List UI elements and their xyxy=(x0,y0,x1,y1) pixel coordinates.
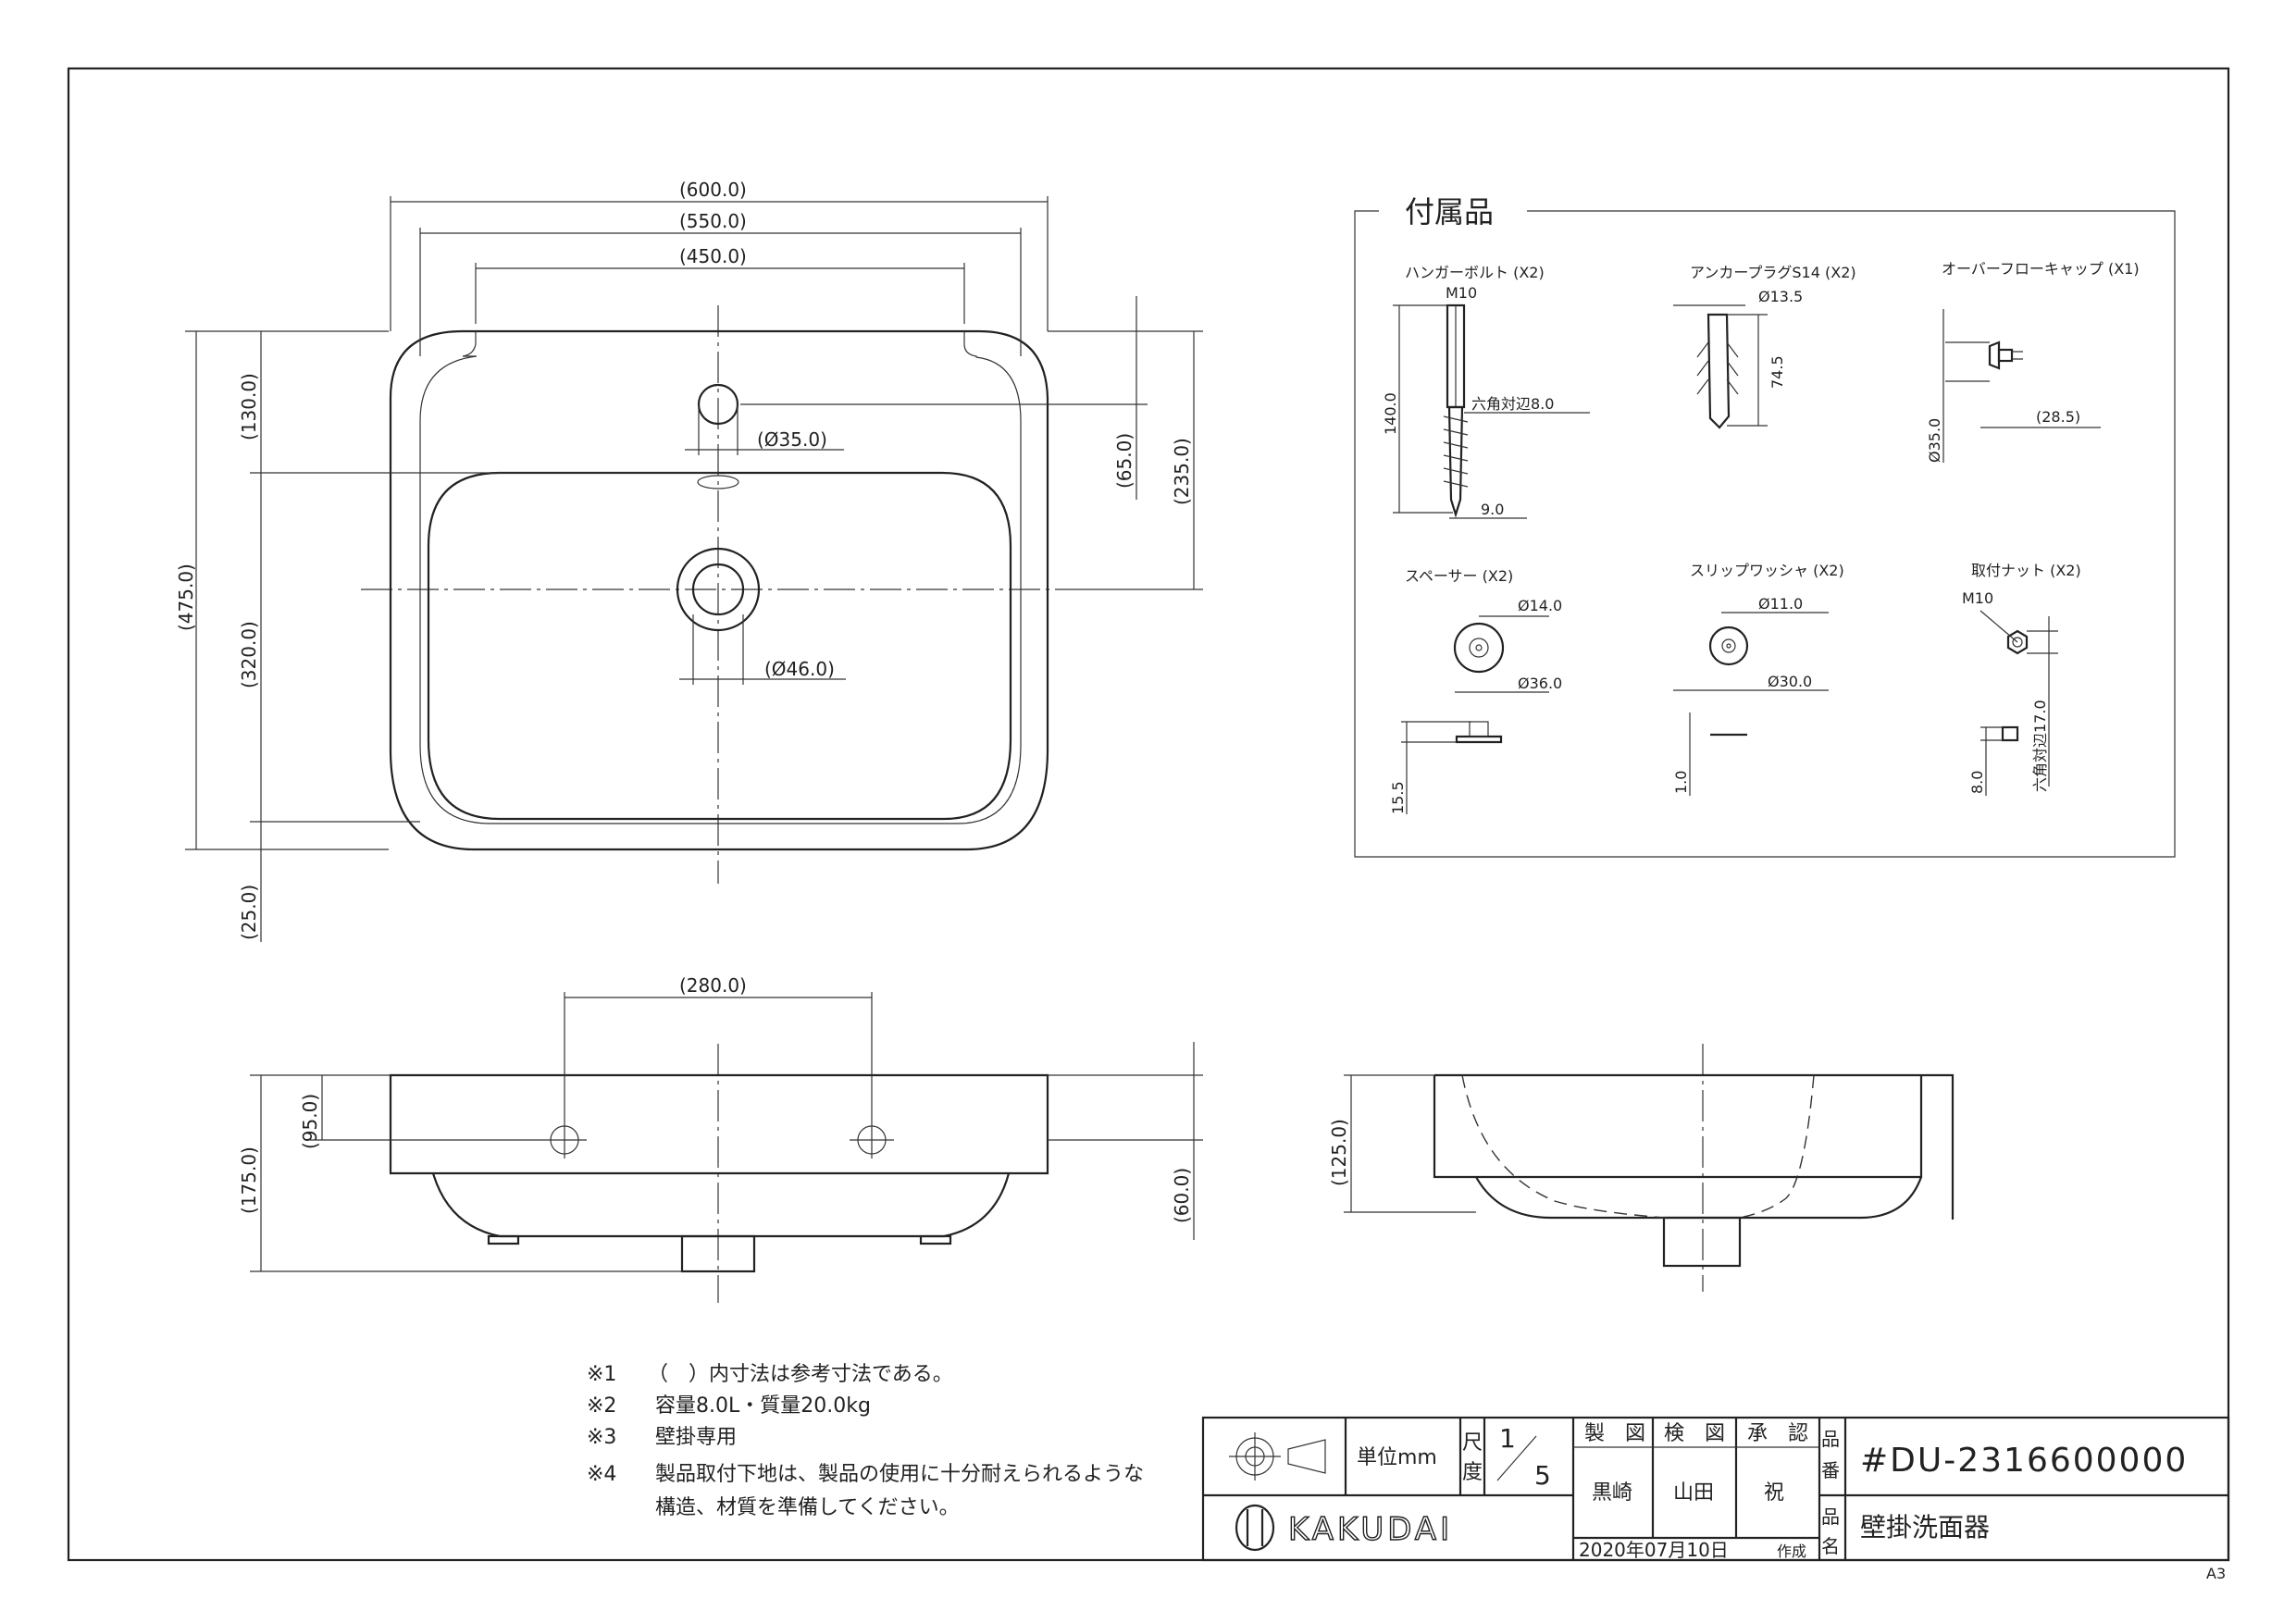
dim-550: (550.0) xyxy=(679,210,747,232)
spacer-d36: Ø36.0 xyxy=(1518,675,1562,692)
product-name: 壁掛洗面器 xyxy=(1860,1512,1990,1542)
dim-65: (65.0) xyxy=(1113,433,1136,489)
note-3-mark: ※3 xyxy=(587,1426,616,1449)
slip-washer-t: 1.0 xyxy=(1672,771,1690,794)
note-4-mark: ※4 xyxy=(587,1463,616,1486)
hanger-bolt-length: 140.0 xyxy=(1382,392,1399,435)
slip-washer-label: スリップワッシャ (X2) xyxy=(1690,562,1844,579)
nut-hex: 六角対辺17.0 xyxy=(2031,700,2049,792)
part-no-label-1: 品 xyxy=(1821,1428,1840,1450)
note-4-text: 製品取付下地は、製品の使用に十分耐えられるような xyxy=(655,1463,1144,1486)
dim-130: (130.0) xyxy=(238,373,260,440)
side-view: (125.0) xyxy=(1328,1044,1955,1292)
date: 2020年07月10日 xyxy=(1579,1539,1729,1561)
approved-by: 祝 xyxy=(1764,1481,1784,1505)
hanger-bolt-hex: 六角対辺8.0 xyxy=(1471,395,1554,413)
dim-475: (475.0) xyxy=(175,564,197,631)
part-no-label-2: 番 xyxy=(1821,1459,1840,1481)
dim-d46: (Ø46.0) xyxy=(764,658,835,680)
kakudai-logo-icon xyxy=(1235,1504,1275,1552)
note-4-cont: 構造、材質を準備してください。 xyxy=(655,1496,960,1519)
checked-label: 検 図 xyxy=(1664,1422,1725,1445)
scale-label-2: 度 xyxy=(1462,1461,1483,1484)
dim-25: (25.0) xyxy=(238,885,260,940)
dim-60: (60.0) xyxy=(1171,1168,1193,1223)
spacer-d14: Ø14.0 xyxy=(1518,597,1562,614)
name-label-1: 品 xyxy=(1821,1505,1840,1528)
projection-symbol-icon xyxy=(1229,1432,1326,1481)
dim-320: (320.0) xyxy=(238,621,260,688)
drawn-label: 製 図 xyxy=(1584,1422,1645,1445)
anchor-plug-d: Ø13.5 xyxy=(1758,288,1803,305)
nut-m10: M10 xyxy=(1962,589,1993,607)
dim-280: (280.0) xyxy=(679,974,747,997)
scale-numerator: 1 xyxy=(1499,1423,1516,1454)
note-2-text: 容量8.0L・質量20.0kg xyxy=(655,1394,871,1418)
spacer-label: スペーサー (X2) xyxy=(1405,567,1513,585)
brand-name: KAKUDAI xyxy=(1288,1511,1453,1548)
anchor-plug-length: 74.5 xyxy=(1769,355,1786,389)
accessories-title: 付属品 xyxy=(1405,194,1494,229)
approved-label: 承 認 xyxy=(1747,1422,1808,1445)
sheet-size: A3 xyxy=(2206,1565,2226,1582)
sheet-border xyxy=(67,67,2230,1562)
checked-by: 山田 xyxy=(1673,1481,1714,1505)
notes: ※1 （ ）内寸法は参考寸法である。 ※2 容量8.0L・質量20.0kg ※3… xyxy=(587,1363,1144,1519)
nut-label: 取付ナット (X2) xyxy=(1971,562,2081,579)
overflow-cap-len: (28.5) xyxy=(2036,408,2080,426)
drawn-by: 黒崎 xyxy=(1592,1481,1632,1505)
scale-label-1: 尺 xyxy=(1462,1431,1483,1455)
anchor-plug-label: アンカープラグS14 (X2) xyxy=(1690,264,1856,281)
note-1-mark: ※1 xyxy=(587,1363,616,1386)
note-2-mark: ※2 xyxy=(587,1394,616,1418)
dim-235: (235.0) xyxy=(1171,438,1193,505)
overflow-cap-d: Ø35.0 xyxy=(1926,418,1943,463)
hanger-bolt-label: ハンガーボルト (X2) xyxy=(1405,264,1545,281)
made-label: 作成 xyxy=(1777,1542,1806,1560)
nut-h: 8.0 xyxy=(1968,771,1986,794)
dim-d35: (Ø35.0) xyxy=(757,428,827,451)
dim-125: (125.0) xyxy=(1328,1119,1350,1186)
top-view: (600.0) (550.0) (450.0) (475.0) (130.0) … xyxy=(175,179,1203,942)
unit-label: 単位mm xyxy=(1357,1446,1437,1469)
spacer-h: 15.5 xyxy=(1389,781,1407,814)
name-label-2: 名 xyxy=(1821,1535,1840,1557)
slip-washer-d11: Ø11.0 xyxy=(1758,595,1803,613)
hanger-bolt-d: 9.0 xyxy=(1481,501,1504,518)
title-block: 単位mm 尺 度 1 5 製 図 検 図 承 認 黒崎 山田 祝 品 番 #DU… xyxy=(1201,1416,2230,1562)
dim-175: (175.0) xyxy=(238,1146,260,1214)
scale-denominator: 5 xyxy=(1534,1460,1551,1491)
accessories-box: 付属品 ハンガーボルト (X2) M10 140.0 六角対辺8.0 9.0 ア… xyxy=(1354,194,2176,858)
hanger-bolt-m10: M10 xyxy=(1446,284,1477,302)
dim-95: (95.0) xyxy=(299,1094,321,1149)
dim-600: (600.0) xyxy=(679,179,747,201)
overflow-cap-label: オーバーフローキャップ (X1) xyxy=(1942,260,2140,278)
note-3-text: 壁掛専用 xyxy=(655,1426,737,1449)
slip-washer-d30: Ø30.0 xyxy=(1768,673,1812,690)
part-number: #DU-2316600000 xyxy=(1860,1442,2188,1480)
front-view: (280.0) (175.0) (95.0) (60.0) xyxy=(238,974,1203,1303)
note-1-text: （ ）内寸法は参考寸法である。 xyxy=(648,1363,953,1386)
dim-450: (450.0) xyxy=(679,245,747,267)
